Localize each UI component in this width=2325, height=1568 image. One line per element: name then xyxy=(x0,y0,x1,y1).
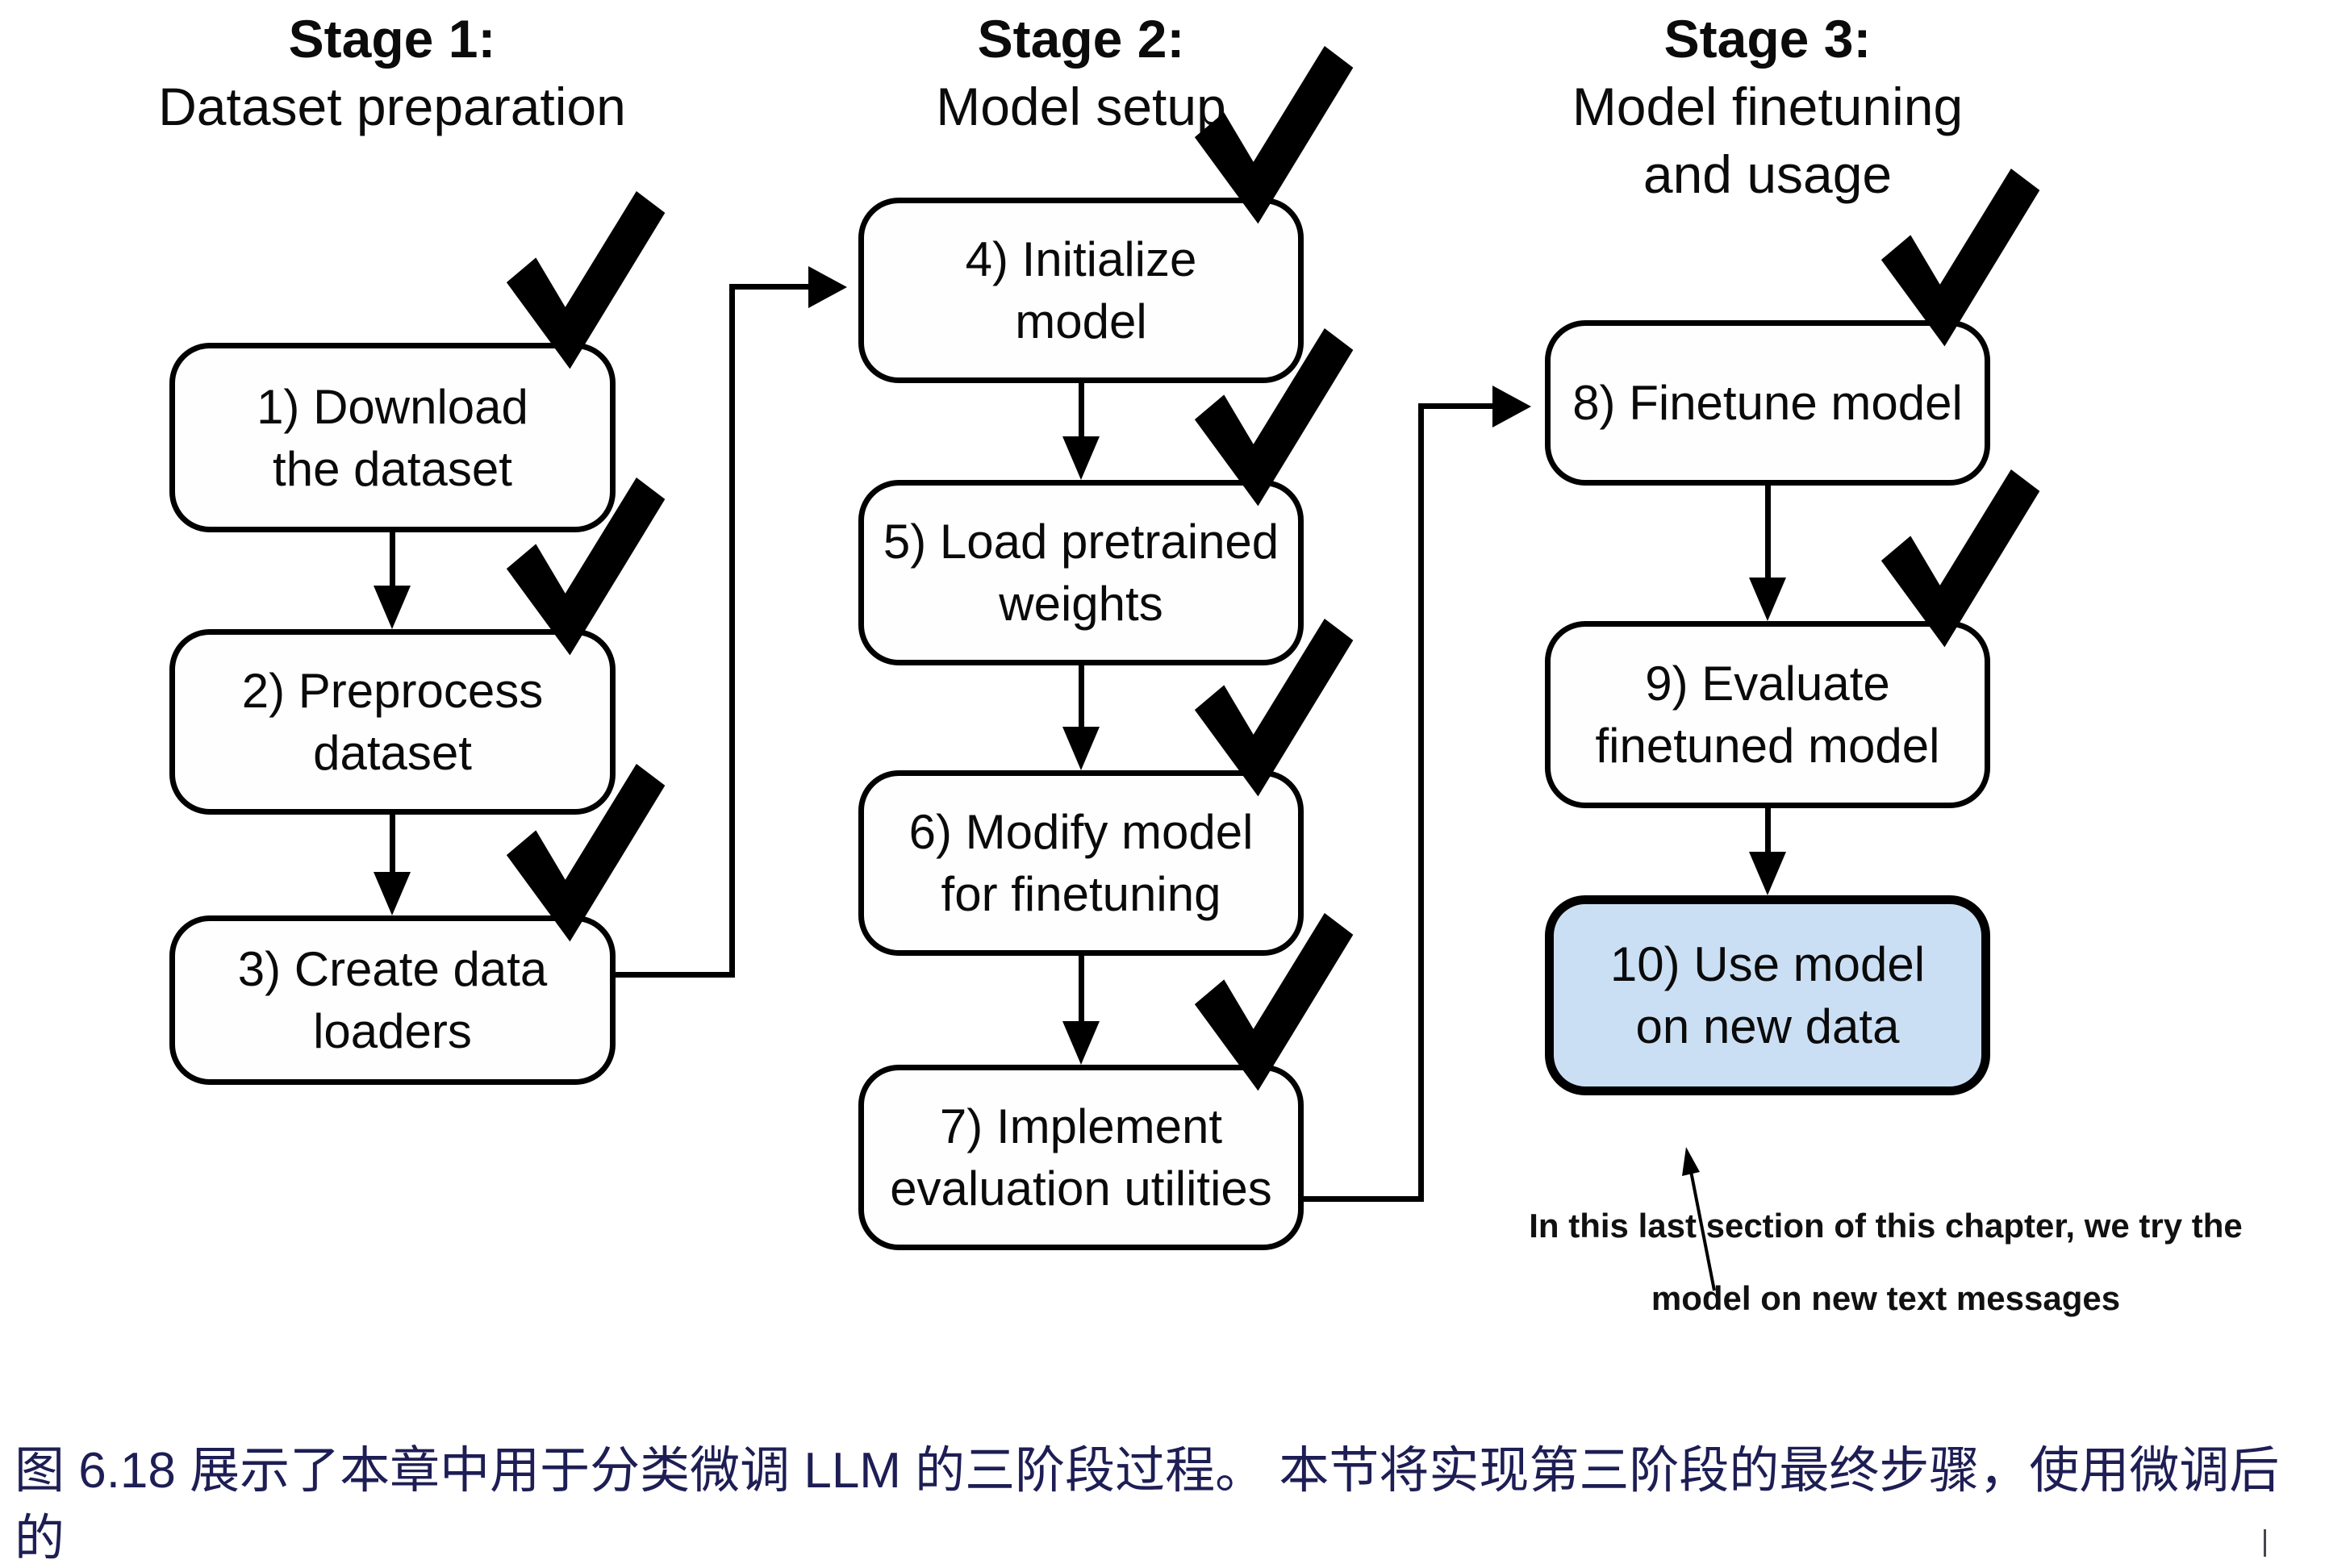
check-icon xyxy=(1193,46,1359,231)
flow-node-label: 10) Use model on new data xyxy=(1609,937,1926,1053)
down-arrow-6-7 xyxy=(1062,956,1100,1065)
stage-subtitle: Model setup xyxy=(936,77,1226,136)
flow-node-label: 4) Initialize model xyxy=(965,232,1197,348)
arrow-shaft xyxy=(1079,665,1084,728)
flow-node-10: 10) Use model on new data xyxy=(1545,895,1990,1095)
arrow-shaft xyxy=(1765,486,1771,579)
down-arrow-8-9 xyxy=(1749,486,1786,621)
figure-caption: 图 6.18 展示了本章中用于分类微调 LLM 的三阶段过程。 本节将实现第三阶… xyxy=(15,1443,2280,1566)
flow-node-8: 8) Finetune model xyxy=(1545,169,2040,486)
flow-node-4: 4) Initialize model xyxy=(858,46,1354,383)
stage-title: Stage 1: xyxy=(288,9,496,69)
flow-node-3: 3) Create data loaders xyxy=(169,764,666,1085)
flow-node-label: 8) Finetune model xyxy=(1572,376,1963,430)
down-arrow-1-2 xyxy=(374,532,411,629)
check-icon xyxy=(505,191,670,377)
flow-node-label: 3) Create data loaders xyxy=(237,942,548,1058)
arrow-shaft xyxy=(390,532,395,587)
check-icon xyxy=(1193,328,1359,514)
check-icon xyxy=(1193,913,1359,1099)
stage-title: Stage 3: xyxy=(1663,9,1872,69)
stage-subtitle: Model finetuning and usage xyxy=(1572,77,1964,204)
connector-segment xyxy=(610,972,735,978)
flow-node-2: 2) Preprocess dataset xyxy=(169,477,666,815)
arrow-shaft xyxy=(1079,383,1084,438)
down-arrow-5-6 xyxy=(1062,665,1100,770)
flow-node-label: 5) Load pretrained weights xyxy=(883,515,1279,631)
arrow-shaft xyxy=(1765,808,1771,853)
check-icon xyxy=(505,477,670,663)
flow-node-7: 7) Implement evaluation utilities xyxy=(858,913,1354,1250)
down-arrow-4-5 xyxy=(1062,383,1100,480)
stage-header-3: Stage 3: Model finetuning and usage xyxy=(1461,5,2074,208)
down-arrow-2-3 xyxy=(374,815,411,915)
arrow-head xyxy=(1062,727,1100,770)
arrow-shaft xyxy=(1079,956,1084,1023)
connector-arrow-head xyxy=(1492,386,1531,427)
arrow-head xyxy=(1749,578,1786,621)
check-icon xyxy=(1880,169,2045,354)
flow-node-1: 1) Download the dataset xyxy=(169,191,666,532)
stage-header-1: Stage 1: Dataset preparation xyxy=(86,5,699,140)
annotation-text: In this last section of this chapter, we… xyxy=(1529,1207,2243,1317)
flow-node-label: 6) Modify model for finetuning xyxy=(908,805,1254,921)
connector-segment xyxy=(1418,403,1492,409)
down-arrow-9-10 xyxy=(1749,808,1786,895)
connector-segment xyxy=(1304,1196,1424,1202)
arrow-head xyxy=(374,586,411,629)
flow-node-6: 6) Modify model for finetuning xyxy=(858,619,1354,956)
arrow-shaft xyxy=(390,815,395,874)
arrow-head xyxy=(1749,852,1786,895)
arrow-head xyxy=(374,872,411,915)
stage-title: Stage 2: xyxy=(977,9,1185,69)
flow-node-5: 5) Load pretrained weights xyxy=(858,328,1354,665)
stage-subtitle: Dataset preparation xyxy=(158,77,626,136)
arrow-head xyxy=(1062,436,1100,480)
check-icon xyxy=(505,764,670,949)
stage-header-2: Stage 2: Model setup xyxy=(774,5,1388,140)
arrow-head xyxy=(1062,1021,1100,1065)
flow-node-label: 2) Preprocess dataset xyxy=(241,664,544,780)
flow-node-label: 7) Implement evaluation utilities xyxy=(890,1099,1272,1216)
annotation-arrow-icon xyxy=(1682,1147,1716,1291)
connector-segment xyxy=(1418,403,1424,1202)
flow-node-9: 9) Evaluate finetuned model xyxy=(1545,469,2040,808)
connector-arrow-head xyxy=(808,266,847,308)
check-icon xyxy=(1193,619,1359,804)
flow-node-label: 9) Evaluate finetuned model xyxy=(1595,657,1940,773)
text-cursor xyxy=(2264,1529,2266,1557)
connector-segment xyxy=(729,284,808,290)
check-icon xyxy=(1880,469,2045,655)
flow-node-label: 1) Download the dataset xyxy=(257,379,528,496)
connector-segment xyxy=(729,284,735,978)
